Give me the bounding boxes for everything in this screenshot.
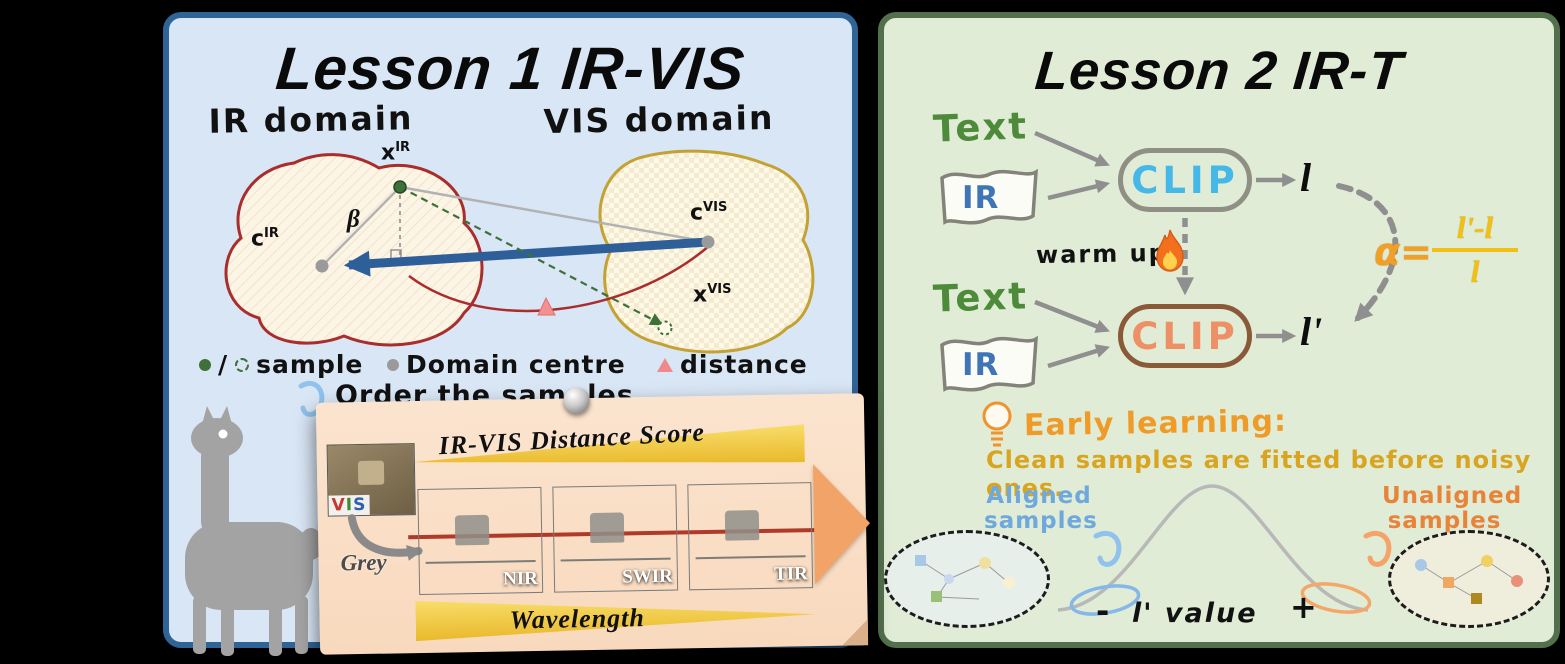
sample-empty-dot-icon — [235, 357, 250, 372]
centre-dot-icon — [387, 358, 399, 371]
aligned-tail-ellipse — [1069, 584, 1141, 616]
ir1-flag — [940, 168, 1038, 225]
unaligned-samples-label: Unaligned samples — [1382, 483, 1523, 535]
x-ir-point — [393, 180, 407, 194]
ir1-to-clip-arrow — [1047, 179, 1111, 201]
axis-minus: - — [1096, 592, 1110, 630]
spectrum-card: IR-VIS Distance Score VIS Grey NIR SWIR … — [315, 387, 872, 655]
card-fold-corner — [841, 619, 869, 646]
tir-image: TIR — [687, 482, 814, 591]
swir-label: SWIR — [622, 565, 674, 588]
vis-domain-label: VIS domain — [543, 97, 775, 142]
text2-to-clip-arrow — [1034, 299, 1110, 333]
ir-domain-blob — [224, 153, 484, 347]
unaligned-hook-icon — [1363, 530, 1392, 567]
order-arrowhead-icon — [812, 463, 872, 585]
edge-xir-cir — [321, 186, 401, 267]
aligned-scatter-ellipse — [884, 530, 1050, 628]
lesson2-panel: Lesson 2 IR-T Text IR CLIP l warm — [878, 12, 1560, 648]
edge-xir-cvis — [399, 185, 709, 244]
axis-label: l' value — [1132, 598, 1258, 629]
nir-label: NIR — [502, 567, 539, 590]
distance-marker — [537, 296, 556, 316]
fraction-denominator: l — [1470, 254, 1480, 289]
x-ir-label: xIR — [381, 140, 411, 166]
clip1-box: CLIP — [1118, 148, 1252, 212]
alpha-fraction: l'-l l — [1432, 210, 1518, 290]
bell-curve — [1057, 484, 1369, 612]
grey-arrow-icon — [347, 514, 424, 561]
warmup-label: warm up — [1035, 238, 1169, 270]
aligned-samples-label: Aligned samples — [984, 483, 1098, 535]
distance-triangle-icon — [657, 357, 673, 372]
vis-label: VIS — [328, 494, 370, 516]
sample-filled-dot-icon — [199, 358, 211, 371]
c-vis-point — [701, 235, 715, 249]
swir-image: SWIR — [552, 484, 679, 593]
alpha-label: α= — [1374, 230, 1432, 274]
unaligned-scatter-ellipse — [1388, 530, 1550, 628]
text1-to-clip-arrow — [1034, 130, 1110, 167]
distance-curve — [408, 245, 710, 313]
aligned-hook-icon — [1093, 530, 1122, 567]
c-vis-label: cVIS — [690, 200, 728, 226]
fraction-numerator: l'-l — [1456, 210, 1494, 245]
fire-icon — [1156, 229, 1184, 272]
llama-eye — [218, 429, 228, 439]
sample-dashed-arrow — [399, 186, 664, 326]
ir2-to-clip-arrow — [1047, 344, 1111, 369]
ir2-label: IR — [962, 347, 1000, 383]
legend-sample: / sample — [199, 350, 363, 379]
early-learning-title: Early learning: — [1023, 403, 1288, 444]
x-vis-label: xVIS — [693, 282, 732, 308]
early-learning-body: Clean samples are fitted before noisy on… — [986, 446, 1532, 502]
grey-label: Grey — [340, 549, 387, 576]
vis-image: VIS — [326, 443, 416, 517]
x-vis-point — [657, 320, 673, 336]
l-prime-output-label: l' — [1300, 309, 1323, 354]
llama-silhouette — [185, 406, 323, 656]
ir-domain-label: IR domain — [208, 98, 414, 141]
legend-distance-label: distance — [680, 350, 808, 379]
legend-distance: distance — [657, 350, 808, 379]
vis-domain-blob — [598, 149, 815, 354]
legend-centre: Domain centre — [387, 350, 626, 379]
ir2-flag — [940, 335, 1038, 392]
beta-label: β — [347, 206, 360, 233]
c-ir-point — [315, 259, 329, 273]
tir-label: TIR — [773, 563, 809, 585]
clip2-box: CLIP — [1118, 304, 1252, 368]
lesson2-diagram — [1034, 130, 1399, 616]
l-output-label: l — [1300, 155, 1312, 200]
aligned-scatter-shapes — [915, 555, 1015, 602]
text2-label: Text — [932, 274, 1029, 321]
fraction-bar — [1432, 248, 1518, 252]
alpha-dashed-arrow — [1336, 183, 1399, 322]
axis-plus: + — [1290, 588, 1317, 626]
domain-diagram — [224, 149, 815, 354]
legend-centre-label: Domain centre — [406, 350, 626, 379]
c-ir-label: cIR — [251, 226, 279, 252]
pin-icon — [563, 387, 591, 414]
legend-sample-label: sample — [256, 350, 364, 379]
unaligned-tail-ellipse — [1300, 582, 1372, 614]
ir1-label: IR — [962, 180, 1000, 216]
unaligned-scatter-shapes — [1415, 555, 1523, 604]
lightbulb-icon — [982, 401, 1012, 447]
text1-label: Text — [932, 104, 1029, 151]
wavelength-label: Wavelength — [509, 603, 646, 635]
nir-image: NIR — [417, 486, 544, 596]
